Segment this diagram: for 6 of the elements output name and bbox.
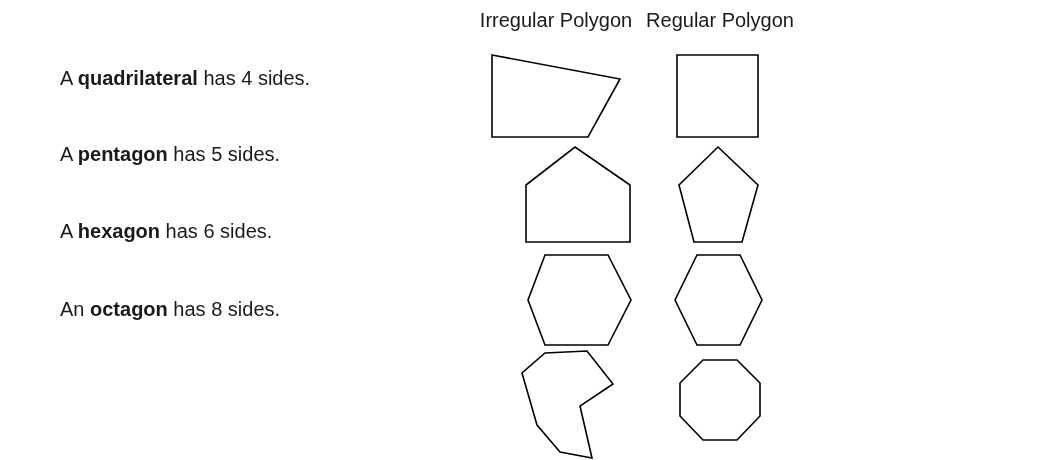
definition-sentence: A quadrilateral has 4 sides. bbox=[60, 66, 311, 90]
column-heading: Regular Polygon bbox=[646, 8, 794, 32]
definition-sentence: An octagon has 8 sides. bbox=[60, 297, 281, 321]
column-heading: Irregular Polygon bbox=[479, 8, 633, 32]
definition-sentence: A hexagon has 6 sides. bbox=[60, 219, 273, 243]
definition-sentence: A pentagon has 5 sides. bbox=[60, 142, 281, 166]
